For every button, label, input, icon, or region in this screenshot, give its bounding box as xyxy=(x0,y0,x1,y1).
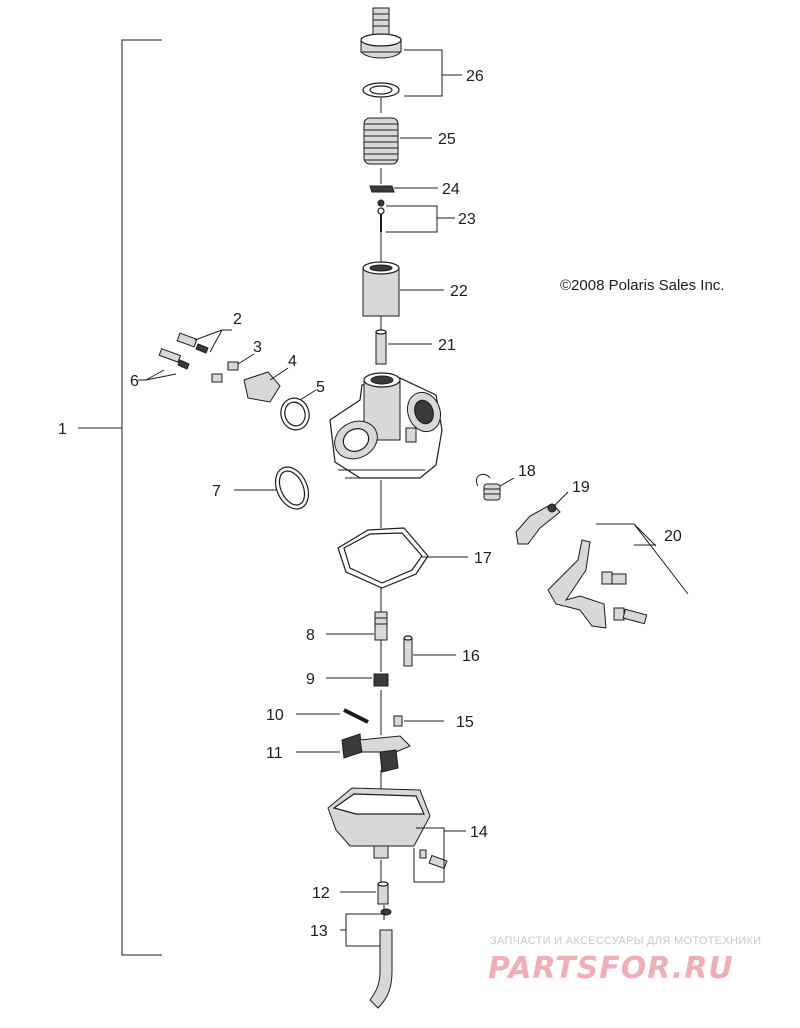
part-6-idle-screw-and-spring xyxy=(138,348,190,381)
callout-5: 5 xyxy=(316,379,325,396)
part-9-main-jet xyxy=(326,673,389,687)
part-15-needle-valve xyxy=(393,715,444,727)
part-5-o-ring xyxy=(280,389,317,431)
callout-11: 11 xyxy=(266,745,283,762)
callout-4: 4 xyxy=(288,353,297,370)
part-20-bracket-assembly xyxy=(547,523,689,629)
part-3-screw xyxy=(211,353,255,383)
callout-15: 15 xyxy=(456,714,474,731)
part-2-pilot-screw-and-spring xyxy=(176,329,232,354)
callout-18: 18 xyxy=(518,463,536,480)
callout-17: 17 xyxy=(474,550,492,567)
part-11-float xyxy=(296,733,411,773)
part-4-cover xyxy=(243,367,289,403)
watermark-caption: ЗАПЧАСТИ И АКСЕССУАРЫ ДЛЯ МОТОТЕХНИКИ xyxy=(490,935,761,947)
callout-7: 7 xyxy=(212,483,221,500)
callout-3: 3 xyxy=(253,339,262,356)
callout-2: 2 xyxy=(233,311,242,328)
callout-13: 13 xyxy=(310,923,328,940)
callout-9: 9 xyxy=(306,671,315,688)
part-26-cap-and-washer xyxy=(360,7,462,98)
part-13-drain-hose-and-clamp xyxy=(340,908,393,1009)
part-10-float-pin xyxy=(296,708,369,724)
carburetor-body xyxy=(329,372,443,479)
watermark: ЗАПЧАСТИ И АКСЕССУАРЫ ДЛЯ МОТОТЕХНИКИ PA… xyxy=(488,935,761,986)
callout-1: 1 xyxy=(58,421,67,438)
callout-16: 16 xyxy=(462,648,480,665)
copyright-text: ©2008 Polaris Sales Inc. xyxy=(560,277,724,294)
callout-labels: 1 2 3 4 5 6 7 8 9 10 11 12 13 14 15 16 1… xyxy=(58,68,682,940)
part-8-main-jet-holder xyxy=(326,611,388,641)
part-17-gasket xyxy=(337,527,468,589)
callout-19: 19 xyxy=(572,479,590,496)
callout-22: 22 xyxy=(450,283,468,300)
callout-10: 10 xyxy=(266,707,284,724)
callout-25: 25 xyxy=(438,131,456,148)
part-7-o-ring xyxy=(234,466,310,510)
part-19-lever xyxy=(515,491,569,545)
watermark-logo: PARTSFOR.RU xyxy=(488,951,734,986)
callout-12: 12 xyxy=(312,885,330,902)
callout-20: 20 xyxy=(664,528,682,545)
callout-26: 26 xyxy=(466,68,484,85)
part-16-pilot-jet xyxy=(403,635,456,667)
part-25-spring xyxy=(363,117,432,165)
assembly-bracket xyxy=(78,39,162,956)
part-12-drain-screw xyxy=(340,881,389,905)
callout-24: 24 xyxy=(442,181,460,198)
callout-21: 21 xyxy=(438,337,456,354)
callout-23: 23 xyxy=(458,211,476,228)
part-22-throttle-slide xyxy=(362,261,444,317)
callout-6: 6 xyxy=(130,373,139,390)
part-18-spring xyxy=(476,473,515,501)
part-21-needle-jet xyxy=(375,329,432,365)
part-23-jet-needle xyxy=(377,199,455,233)
part-14-float-bowl xyxy=(327,787,466,883)
callout-14: 14 xyxy=(470,824,488,841)
part-24-clip xyxy=(369,185,438,193)
callout-8: 8 xyxy=(306,627,315,644)
